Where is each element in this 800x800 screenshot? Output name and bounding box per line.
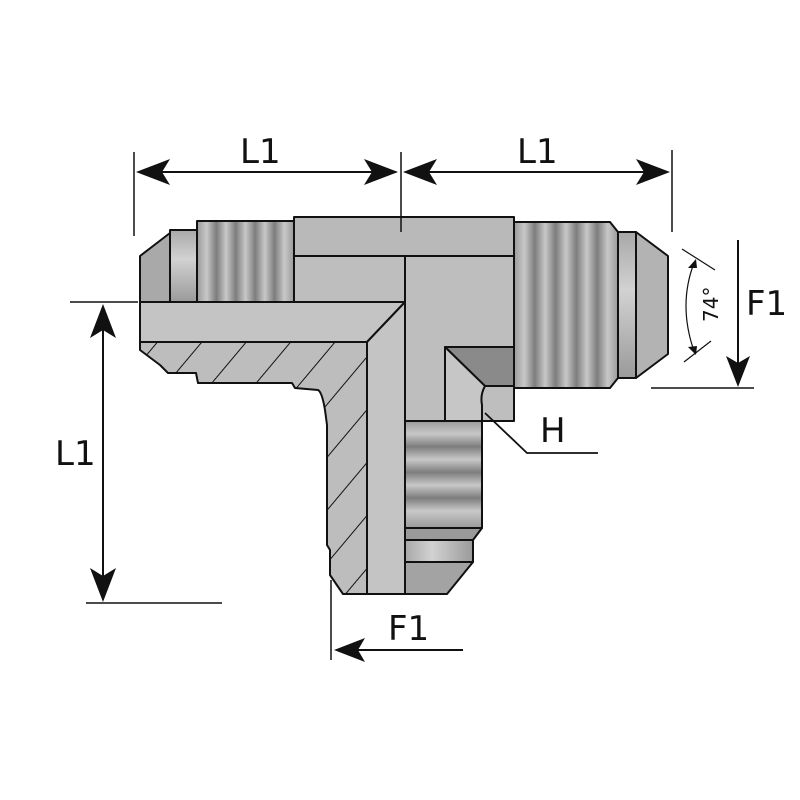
label-angle: 74°	[699, 287, 723, 322]
fitting-body	[139, 216, 669, 595]
dimension-labels: L1 L1 L1 F1 F1 H 74°	[55, 132, 787, 649]
label-l1-vertical: L1	[55, 434, 96, 474]
label-f1-right: F1	[746, 284, 787, 324]
label-l1-top-right: L1	[517, 132, 558, 172]
label-l1-top-left: L1	[240, 132, 281, 172]
dimensions	[70, 150, 754, 662]
label-f1-bottom: F1	[388, 609, 429, 649]
label-h-hex: H	[540, 411, 566, 451]
